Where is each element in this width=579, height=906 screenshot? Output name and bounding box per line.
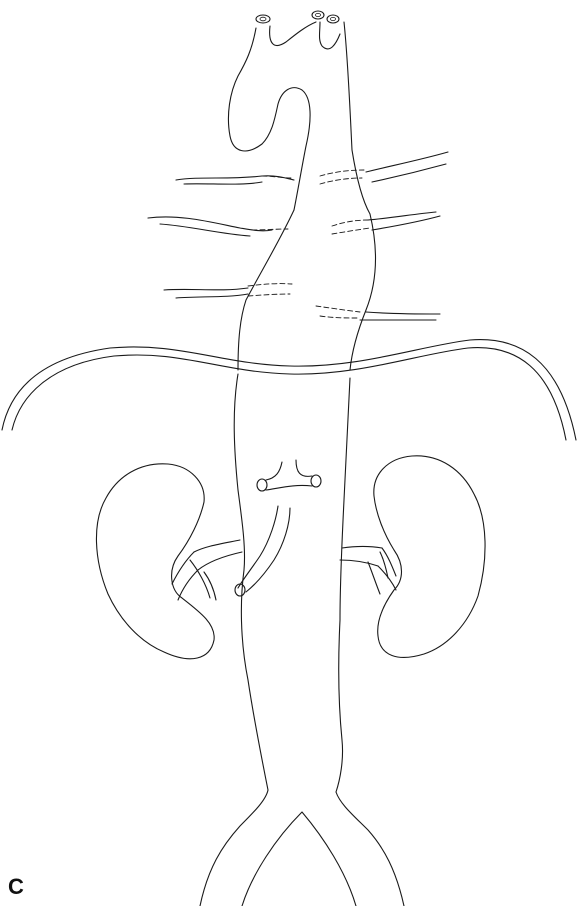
abdominal-aorta (234, 374, 350, 792)
thoracic-aorta (238, 210, 376, 370)
left-common-carotid (312, 11, 324, 19)
aortic-arch (228, 22, 370, 214)
intercostal-arteries-right (316, 152, 448, 320)
panel-label: C (8, 874, 24, 900)
right-renal-artery (340, 547, 396, 595)
common-iliac-arteries (200, 790, 404, 906)
left-subclavian (327, 15, 339, 23)
diaphragm (2, 340, 576, 440)
intercostal-arteries-left (148, 176, 294, 298)
superior-mesenteric-artery (235, 506, 290, 596)
right-kidney (374, 456, 485, 658)
left-kidney (96, 464, 214, 659)
celiac-trunk (257, 460, 321, 491)
brachiocephalic-trunk (256, 15, 270, 23)
